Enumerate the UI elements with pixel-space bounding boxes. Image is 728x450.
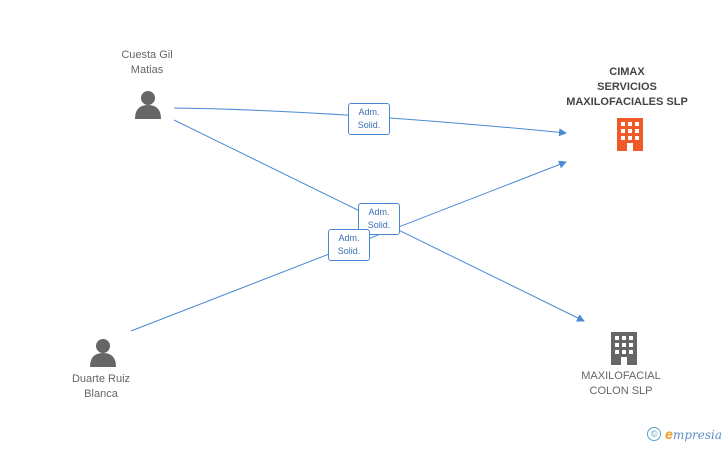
role-line1: Adm. (368, 207, 390, 217)
person-name-line1: Cuesta Gil (121, 49, 173, 61)
role-line1: Adm. (358, 107, 380, 117)
company-name-line2: COLON SLP (589, 385, 653, 397)
role-line1: Adm. (338, 233, 360, 243)
edge-role-badge[interactable]: Adm. Solid. (348, 103, 390, 135)
building-icon[interactable] (615, 116, 645, 152)
building-icon[interactable] (609, 330, 639, 366)
company-node-label-maxilofacial[interactable]: MAXILOFACIAL COLON SLP (551, 369, 691, 399)
person-name-line2: Blanca (84, 388, 118, 400)
person-node-label-duarte[interactable]: Duarte Ruiz Blanca (31, 372, 171, 402)
company-node-label-cimax[interactable]: CIMAX SERVICIOS MAXILOFACIALES SLP (557, 65, 697, 110)
person-node-label-cuesta[interactable]: Cuesta Gil Matias (77, 48, 217, 78)
person-icon[interactable] (133, 90, 163, 120)
person-name-line2: Matias (130, 64, 164, 76)
brand-logo-rest: mpresia (672, 428, 722, 442)
company-name-line1: CIMAX (609, 66, 645, 78)
person-icon[interactable] (88, 338, 118, 368)
company-name-line1: MAXILOFACIAL (581, 370, 661, 382)
copyright-icon: © (647, 427, 662, 441)
company-name-line3: MAXILOFACIALES SLP (566, 96, 688, 108)
role-line2: Solid. (357, 120, 381, 130)
company-name-line2: SERVICIOS (597, 81, 657, 93)
role-line2: Solid. (367, 220, 391, 230)
footer-brand[interactable]: © empresia (647, 426, 722, 442)
role-line2: Solid. (337, 246, 361, 256)
edge-role-badge[interactable]: Adm. Solid. (328, 229, 370, 261)
person-name-line1: Duarte Ruiz (71, 373, 131, 385)
brand-logo: empresia (665, 426, 722, 442)
brand-logo-initial: e (665, 426, 673, 442)
